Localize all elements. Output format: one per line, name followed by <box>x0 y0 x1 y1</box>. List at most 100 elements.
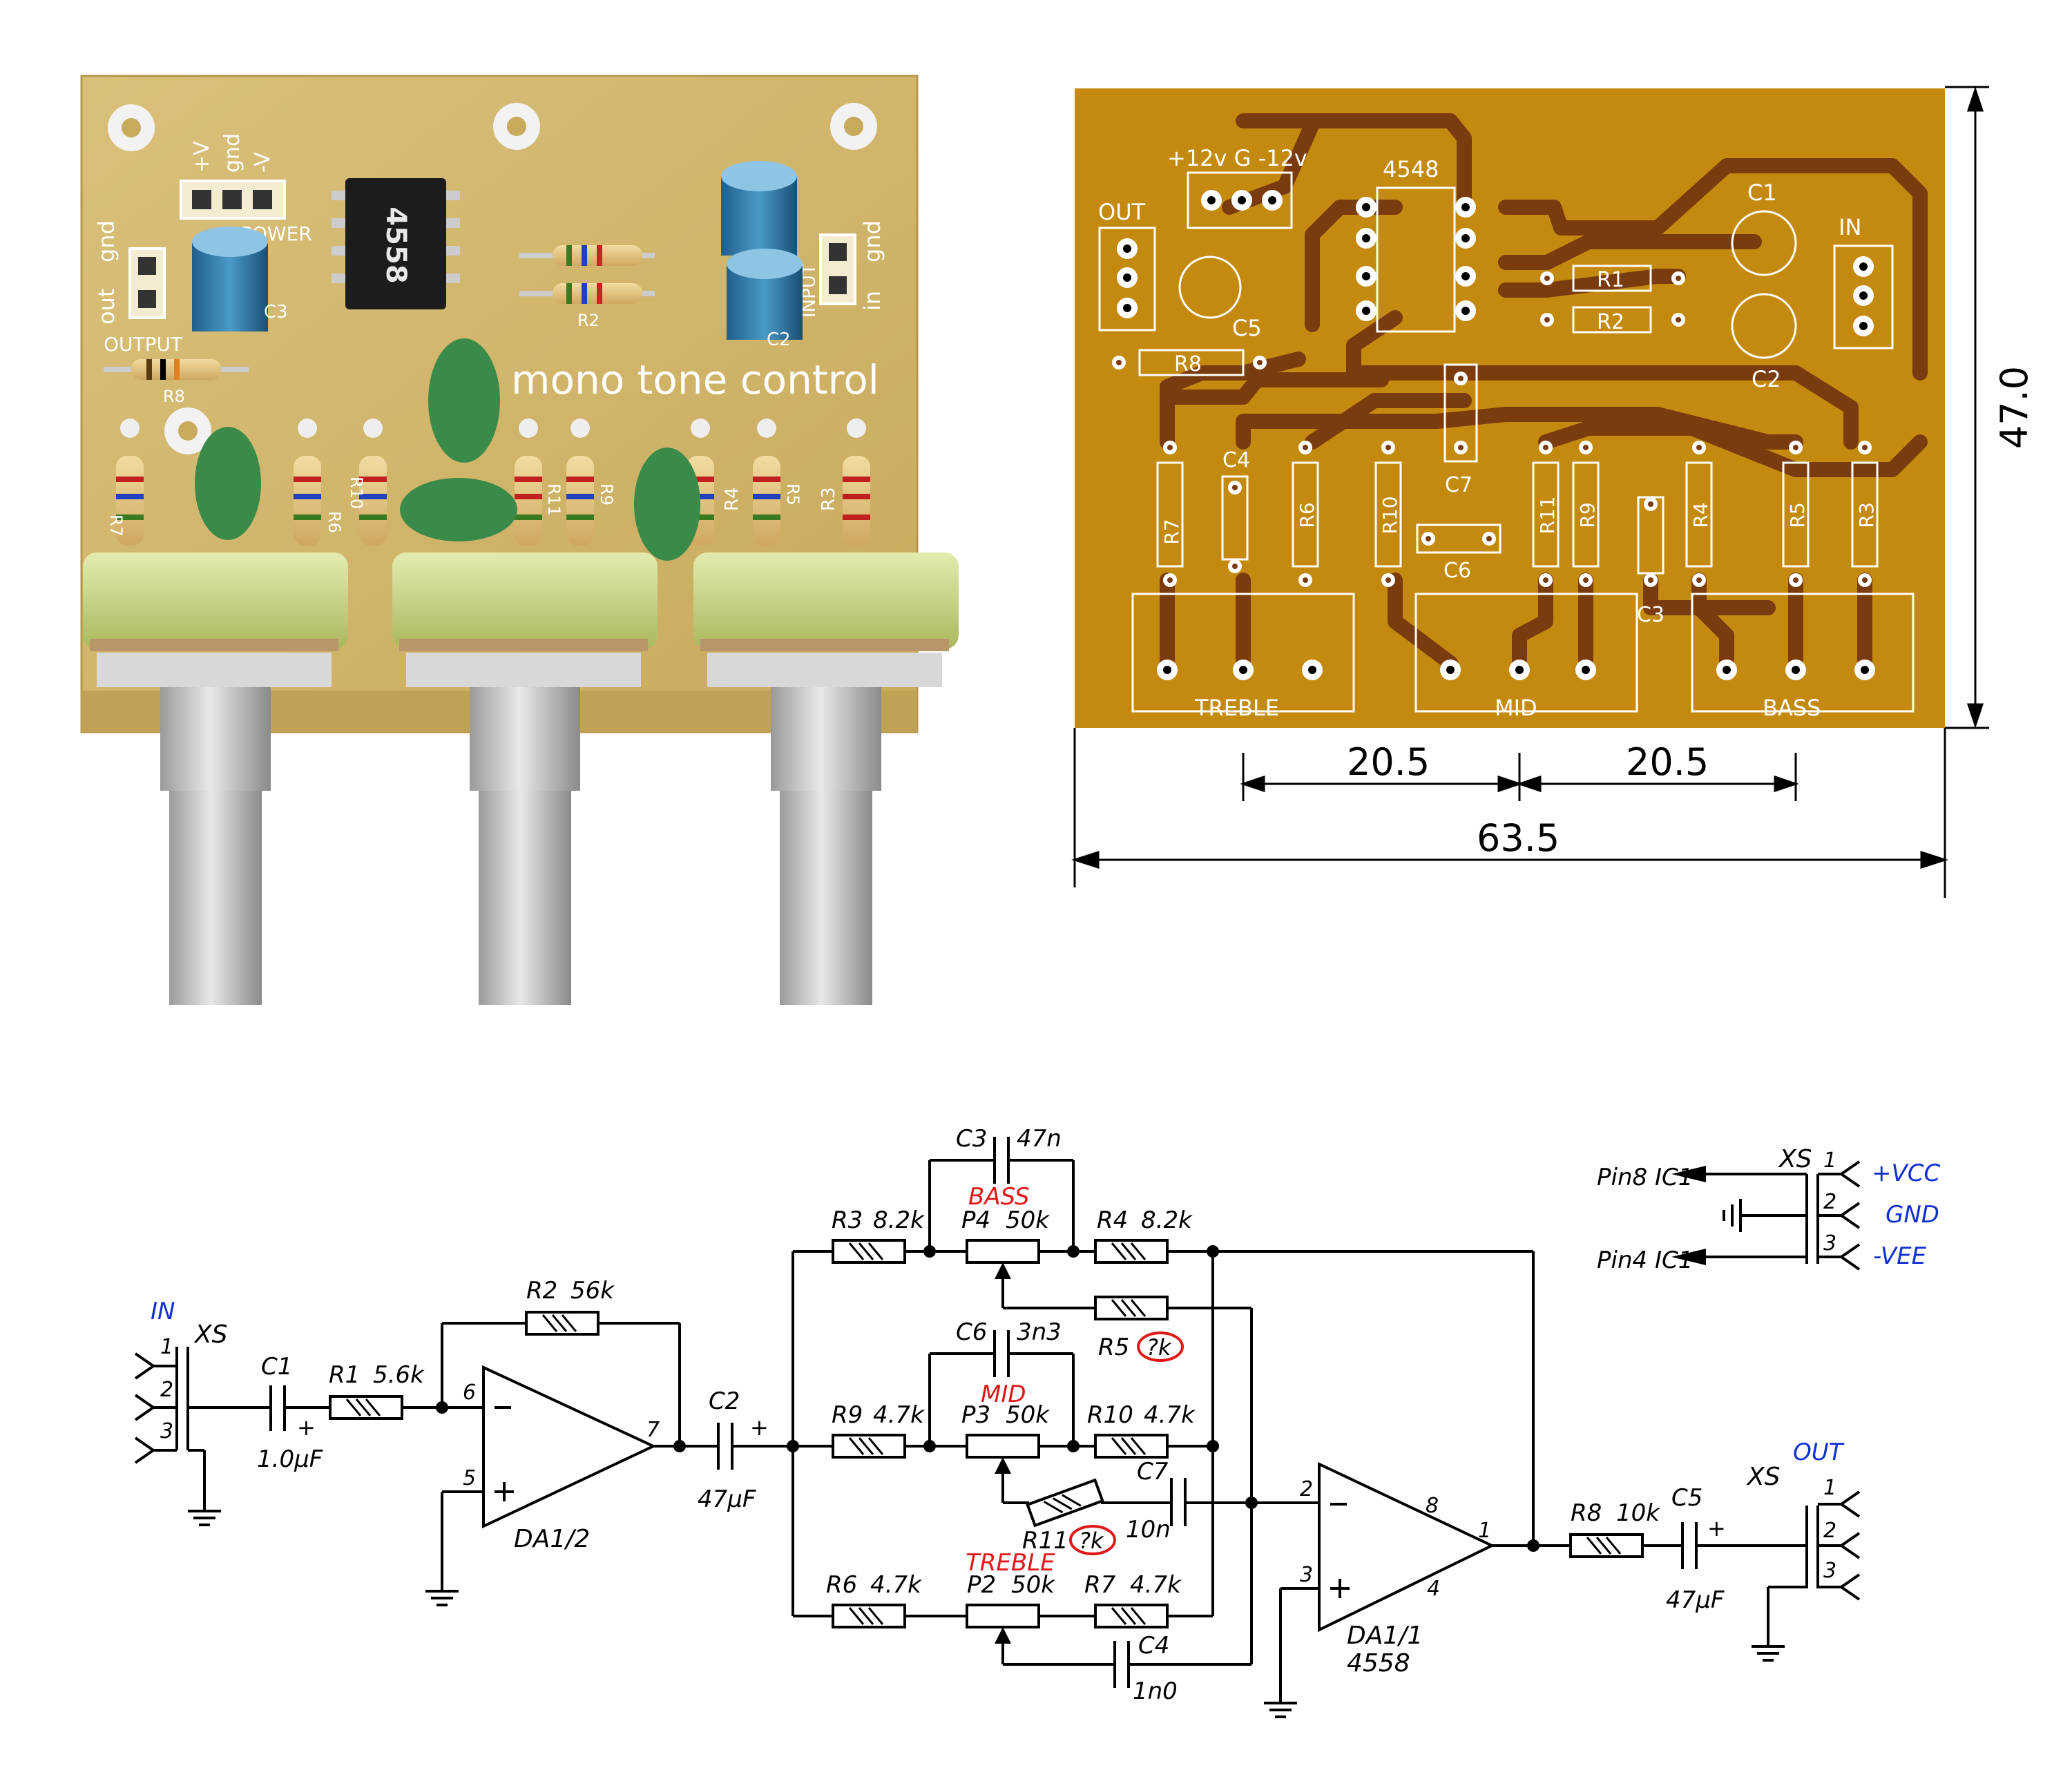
power-pin-1: +V <box>190 141 214 173</box>
power-connector-icon <box>1805 1160 1861 1271</box>
svg-text:56k: 56k <box>570 1277 615 1305</box>
dim-width: 63.5 <box>1477 816 1560 860</box>
svg-text:2: 2 <box>160 1378 173 1402</box>
dim-pot-pitch-1: 20.5 <box>1347 740 1430 784</box>
svg-text:DA1/2: DA1/2 <box>514 1525 590 1553</box>
svg-text:3: 3 <box>1300 1563 1313 1587</box>
potentiometer-p4 <box>966 1239 1040 1264</box>
pcb-r11: R11 <box>1536 496 1559 534</box>
ground-icon <box>1723 1199 1742 1232</box>
ground-icon <box>1750 1635 1786 1662</box>
pcb-r2: R2 <box>1597 310 1624 334</box>
svg-text:R11: R11 <box>1022 1527 1068 1555</box>
svg-text:10k: 10k <box>1616 1499 1660 1527</box>
electrolytic-cap-icon <box>721 161 797 256</box>
resistor-r1 <box>329 1395 403 1420</box>
power-pin-3: -V <box>251 152 275 173</box>
board-3d-render: +V gnd -V POWER 4558 out gnd OUTPUT in g… <box>80 75 959 1005</box>
svg-text:P2: P2 <box>967 1571 996 1599</box>
svg-text:5.6k: 5.6k <box>373 1361 425 1389</box>
pcb-c7: C7 <box>1445 473 1473 497</box>
svg-text:50k: 50k <box>1006 1401 1050 1429</box>
res-label-r6-3d: R6 <box>325 511 344 533</box>
svg-text:C6: C6 <box>956 1318 987 1346</box>
dim-height: 47.0 <box>1993 366 2036 449</box>
svg-text:C5: C5 <box>1671 1484 1702 1512</box>
svg-text:+: + <box>297 1414 316 1441</box>
svg-text:?k: ?k <box>1147 1334 1172 1361</box>
svg-text:R8: R8 <box>1571 1499 1602 1527</box>
cap-label-c3: C3 <box>264 302 288 323</box>
ic-chip-3d: 4558 <box>332 178 460 309</box>
ic-label-3d: 4558 <box>380 206 412 283</box>
pcb-r1: R1 <box>1597 268 1624 292</box>
pcb-c1: C1 <box>1747 180 1777 206</box>
opamp-da1-2 <box>482 1365 657 1529</box>
power-pin-2: gnd <box>220 133 244 173</box>
pcb-c4: C4 <box>1222 448 1250 472</box>
pcb-c2: C2 <box>1752 366 1781 392</box>
pcb-ic-label: 4548 <box>1383 156 1439 182</box>
svg-text:TREBLE: TREBLE <box>1194 695 1279 721</box>
resistor-r3 <box>832 1239 906 1264</box>
arrow-left-icon <box>1671 1249 1706 1265</box>
svg-text:4.7k: 4.7k <box>1130 1571 1182 1599</box>
resistor-r2-3d <box>519 283 655 304</box>
svg-text:C7: C7 <box>1137 1458 1169 1486</box>
svg-text:47n: 47n <box>1017 1125 1062 1153</box>
arrow-left-icon <box>1671 1166 1706 1182</box>
potentiometer-treble-3d <box>83 552 348 1005</box>
bass-label: BASS <box>968 1183 1030 1211</box>
svg-text:C4: C4 <box>1138 1632 1169 1660</box>
svg-text:4.7k: 4.7k <box>873 1401 925 1429</box>
svg-text:C3: C3 <box>956 1125 987 1153</box>
svg-text:47μF: 47μF <box>698 1486 756 1513</box>
gnd-label: GND <box>1886 1201 1939 1229</box>
film-cap-icon <box>428 338 500 463</box>
pcb-c6: C6 <box>1443 559 1471 583</box>
input-pin-gnd: gnd <box>859 220 885 262</box>
svg-text:P3: P3 <box>961 1401 990 1429</box>
res-label-r4-3d: R4 <box>722 487 742 511</box>
svg-text:R3: R3 <box>832 1207 863 1234</box>
resistor-row-3d <box>116 419 870 546</box>
resistor-r7 <box>1094 1604 1169 1628</box>
pcb-r9: R9 <box>1576 502 1599 528</box>
pcb-pot-treble: TREBLE <box>1131 593 1355 721</box>
film-cap-icon <box>195 427 261 540</box>
mid-label: MID <box>981 1381 1026 1408</box>
pcb-ic-outline <box>1376 186 1456 333</box>
resistor-r2 <box>525 1311 599 1336</box>
ground-icon <box>424 1580 460 1606</box>
junction-dot <box>673 1440 686 1452</box>
pcb-pot-bass: BASS <box>1691 593 1915 721</box>
potentiometer-bass-3d <box>693 552 959 1005</box>
svg-text:+: + <box>1707 1515 1726 1541</box>
pcb-r3: R3 <box>1855 502 1878 528</box>
svg-text:R1: R1 <box>329 1361 360 1389</box>
opamp-da1-1 <box>1318 1461 1495 1633</box>
output-pin-out: out <box>93 289 119 325</box>
svg-text:3n3: 3n3 <box>1017 1318 1062 1346</box>
svg-text:3: 3 <box>160 1419 173 1443</box>
resistor-r6 <box>832 1604 906 1628</box>
output-label-3d: OUTPUT <box>104 333 183 356</box>
input-pin-in: in <box>859 291 885 311</box>
junction-dot <box>1527 1539 1539 1552</box>
res-label-r3-3d: R3 <box>818 487 839 511</box>
pcb-r5: R5 <box>1786 502 1809 528</box>
junction-dot <box>1207 1440 1219 1452</box>
svg-text:10n: 10n <box>1126 1516 1171 1544</box>
res-label-r7-3d: R7 <box>106 515 126 537</box>
resistor-r1-3d <box>519 245 655 266</box>
svg-text:R2: R2 <box>526 1277 557 1305</box>
sch-in-label: IN <box>151 1298 175 1325</box>
board-title-3d: mono tone control <box>511 356 879 403</box>
svg-text:DA1/1: DA1/1 <box>1347 1622 1423 1650</box>
svg-text:50k: 50k <box>1011 1571 1055 1599</box>
svg-text:2: 2 <box>1823 1190 1836 1214</box>
pcb-power-header <box>1187 171 1293 229</box>
mounting-hole-icon <box>493 103 540 150</box>
vee-label: -VEE <box>1873 1242 1927 1270</box>
